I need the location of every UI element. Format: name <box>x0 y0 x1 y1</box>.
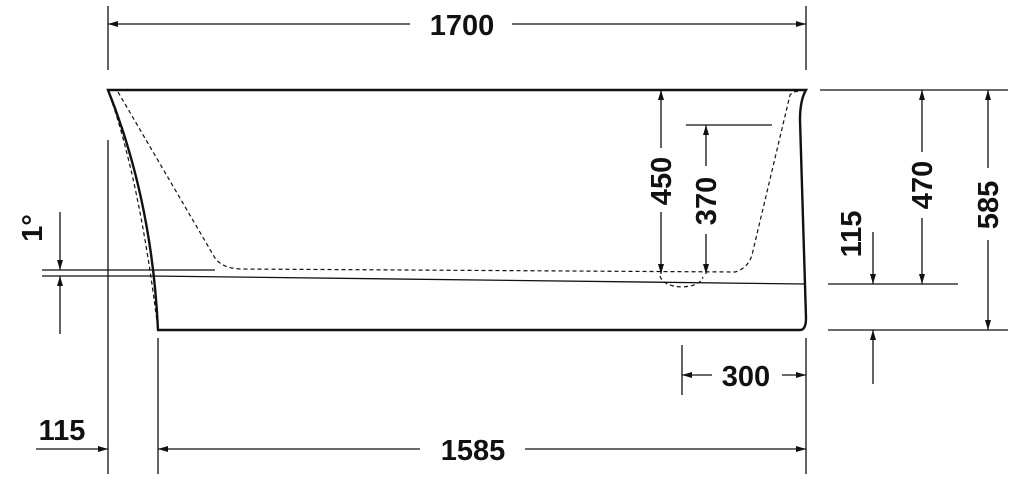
bathtub-side-view <box>106 88 809 332</box>
dimension-labels: 1700 1585 115 300 585 470 115 450 370 1° <box>17 10 1005 467</box>
dim-depth-to-waste: 450 <box>646 157 678 205</box>
tub-inner-basin-profile <box>117 90 801 273</box>
dim-water-depth: 370 <box>691 177 723 225</box>
dim-rim-height-inner: 470 <box>907 161 939 209</box>
dim-waste-offset: 300 <box>722 361 770 393</box>
dim-overall-length: 1700 <box>430 10 495 42</box>
tub-floor-line <box>149 275 807 285</box>
tub-left-wall-inner <box>107 89 159 331</box>
waste-outlet <box>659 275 704 288</box>
dim-rim-height-outer: 585 <box>973 181 1005 229</box>
dim-waste-height: 115 <box>836 211 868 258</box>
tub-outer-shell <box>106 88 809 332</box>
dim-bottom-length: 1585 <box>441 435 506 467</box>
dimension-lines <box>36 21 991 452</box>
dim-slope-angle: 1° <box>17 214 49 242</box>
dim-overhang: 115 <box>39 415 86 447</box>
